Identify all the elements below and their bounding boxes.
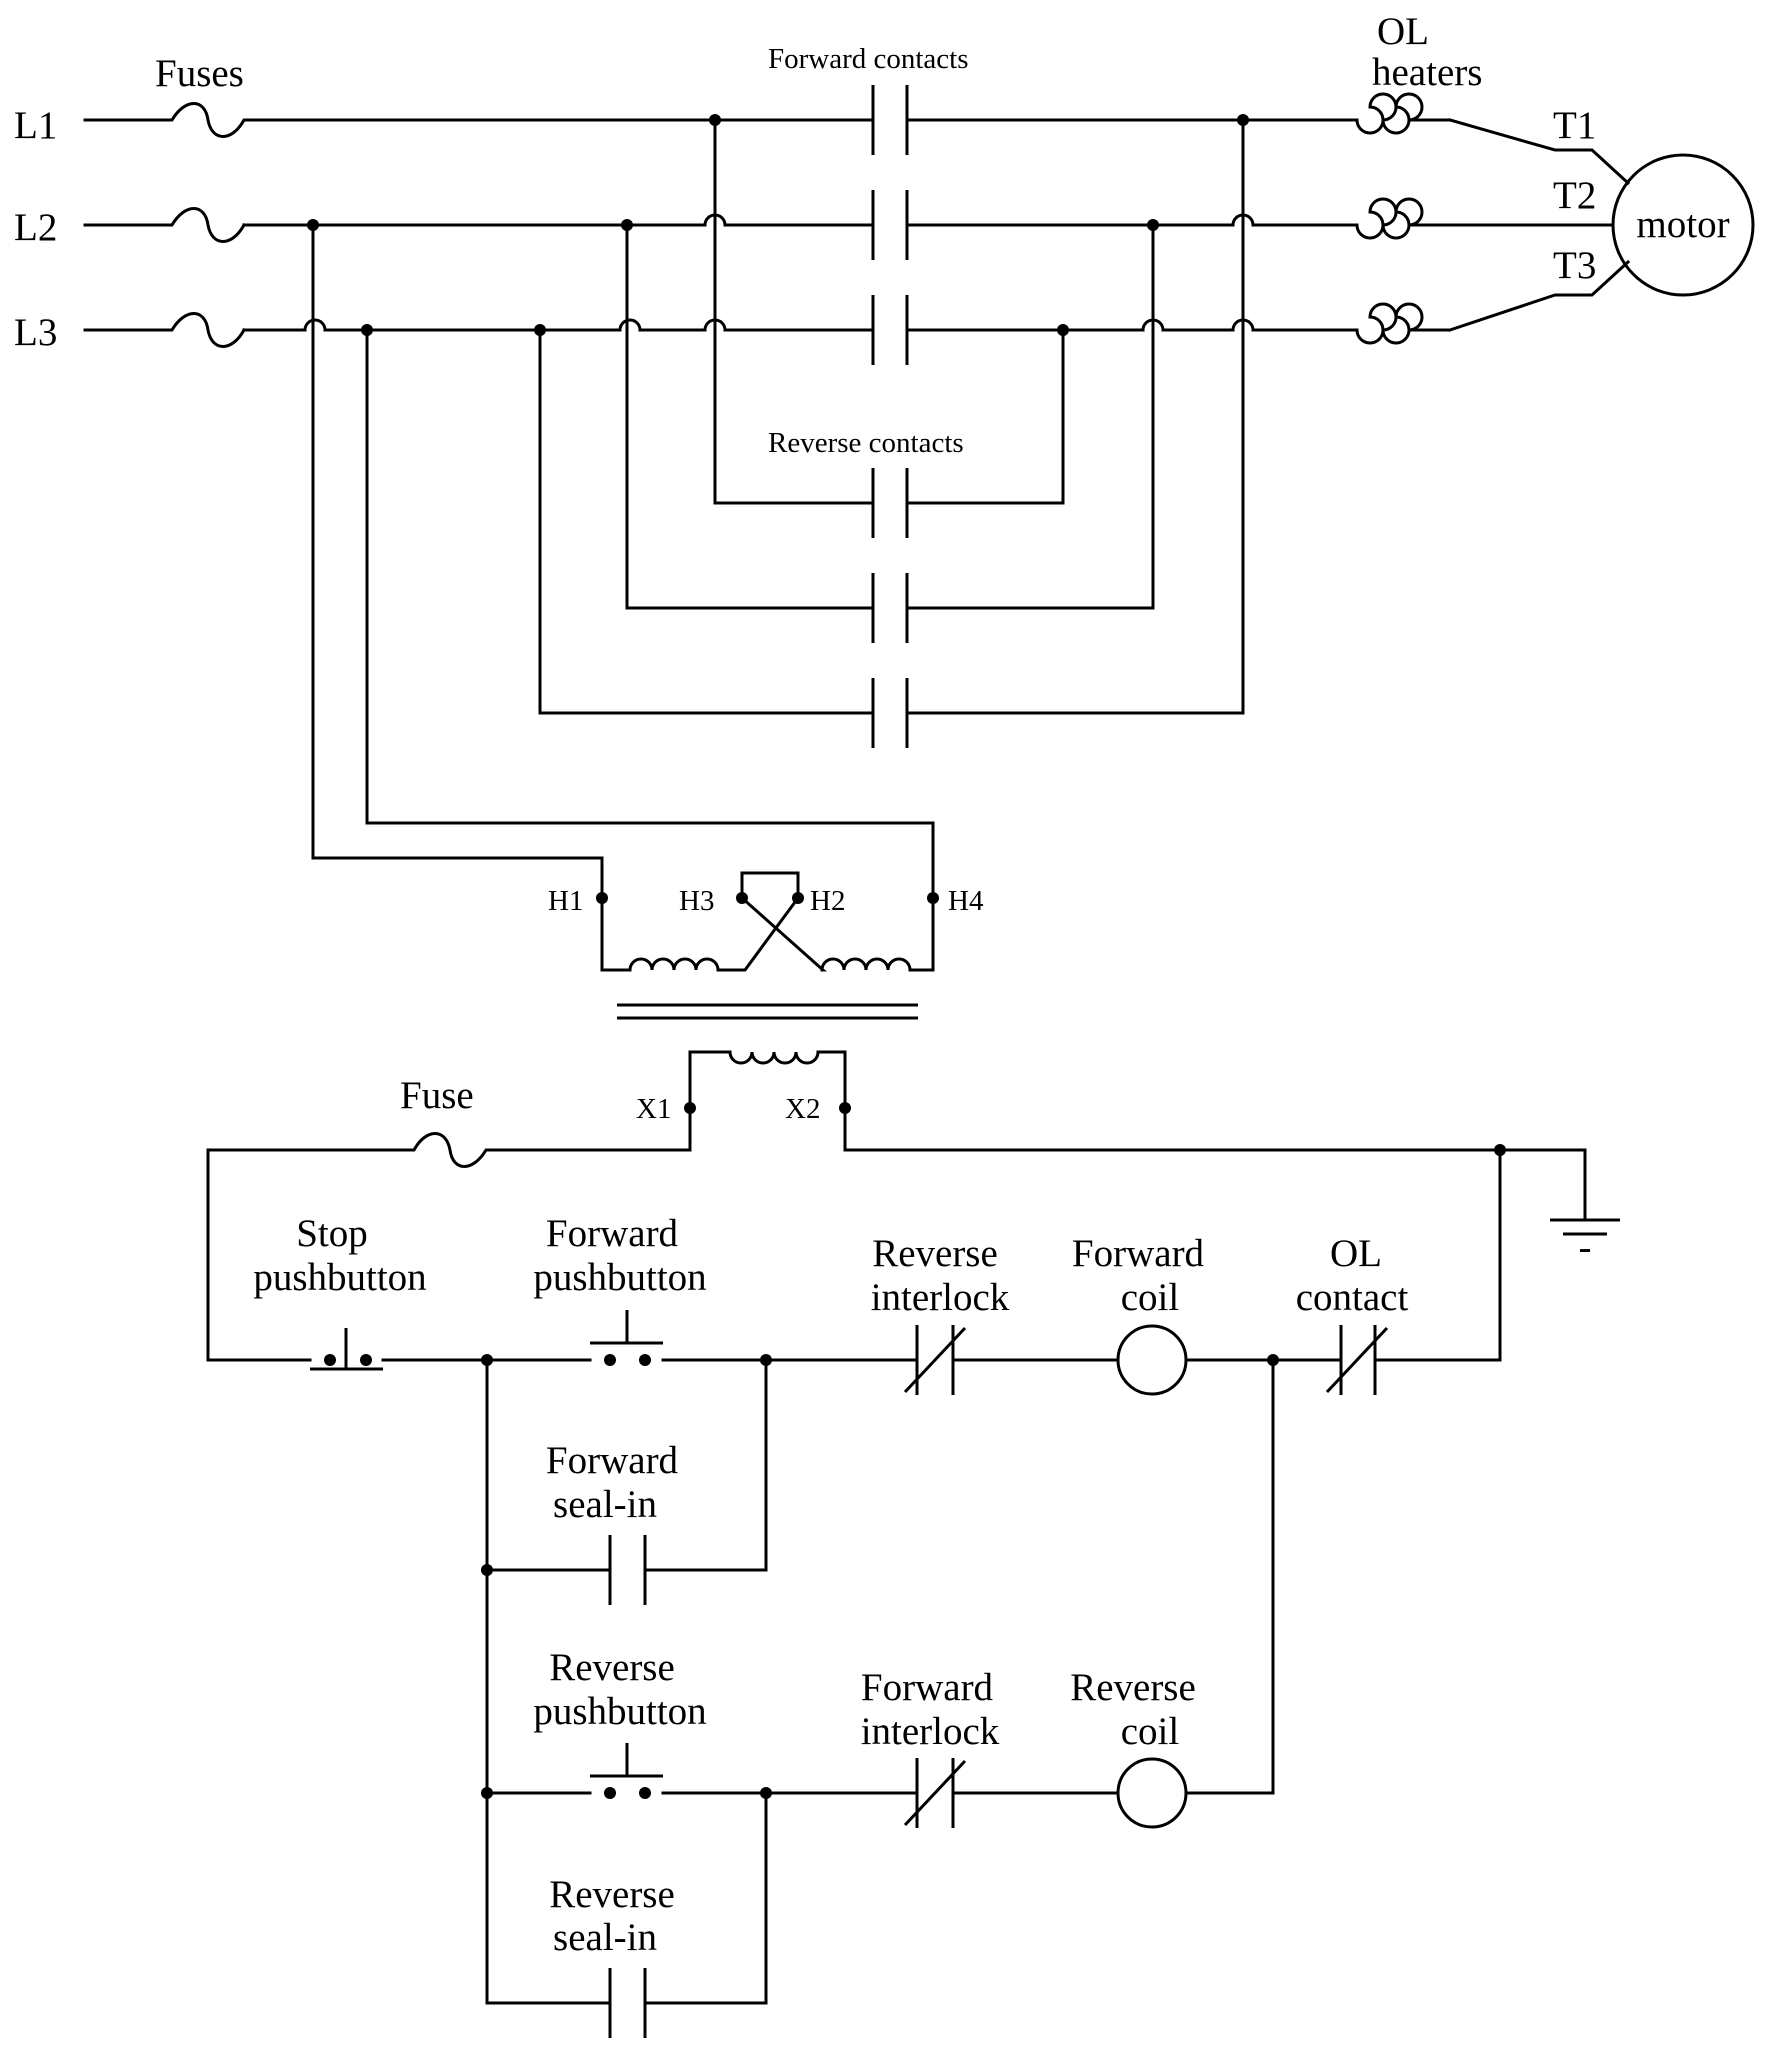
transformer-label-x1: X1 — [636, 1093, 671, 1125]
forward-coil — [1116, 1324, 1188, 1396]
terminal-label-t3: T3 — [1553, 244, 1596, 287]
ground-symbol — [1498, 1148, 1620, 1236]
forward-coil-label-line2: coil — [1121, 1276, 1180, 1319]
transformer-label-x2: X2 — [785, 1093, 820, 1125]
reverse-interlock-label-line2: interlock — [871, 1276, 1010, 1319]
control-left-rail — [206, 1106, 692, 1362]
reverse-contacts — [871, 468, 909, 748]
reverse-branch-2 — [625, 223, 1155, 610]
l2-load-bus — [905, 213, 1344, 227]
control-transformer — [596, 871, 939, 1114]
transformer-label-h2: H2 — [810, 885, 845, 917]
transformer-label-h4: H4 — [948, 885, 984, 917]
reverse-pushbutton-label-line2: pushbutton — [533, 1690, 706, 1733]
reverse-coil-label-line2: coil — [1121, 1710, 1180, 1753]
reverse-seal-in — [608, 1968, 647, 2038]
reverse-contacts-label: Reverse contacts — [768, 427, 964, 459]
forward-seal-in — [608, 1535, 647, 1605]
reverse-branch-3 — [538, 118, 1245, 715]
reverse-seal-in-label-line1: Reverse — [549, 1873, 675, 1916]
stop-pushbutton — [310, 1328, 383, 1371]
forward-coil-label-line1: Forward — [1072, 1232, 1205, 1275]
reverse-seal-in-label-line2: seal-in — [553, 1916, 657, 1959]
reverse-coil — [1116, 1757, 1188, 1829]
l2-bus — [242, 213, 875, 227]
power-junctions — [307, 114, 1249, 336]
motor-lead-t3 — [1448, 259, 1631, 332]
l3-bus — [242, 318, 875, 332]
line-fuses — [83, 102, 875, 348]
l3-load-bus — [905, 318, 1344, 332]
reverse-pushbutton-label-line1: Reverse — [549, 1646, 675, 1689]
forward-seal-in-label-line2: seal-in — [553, 1483, 657, 1526]
forward-pushbutton — [590, 1310, 663, 1366]
reverse-coil-label-line1: Reverse — [1070, 1666, 1196, 1709]
line-label-l2: L2 — [14, 206, 57, 249]
line-label-l1: L1 — [14, 104, 57, 147]
forward-seal-in-label-line1: Forward — [546, 1439, 679, 1482]
control-junctions — [481, 1144, 1506, 1799]
ol-heaters — [1342, 92, 1450, 345]
forward-pushbutton-label-line1: Forward — [546, 1212, 679, 1255]
transformer-feed-l3 — [365, 328, 935, 900]
ol-heaters-label-line1: OL — [1377, 10, 1429, 53]
transformer-label-h3: H3 — [679, 885, 714, 917]
secondary-winding — [688, 1050, 847, 1108]
forward-contacts-label: Forward contacts — [768, 43, 969, 75]
ground-mark: - — [1579, 1226, 1592, 1269]
reverse-interlock-label-line1: Reverse — [872, 1232, 998, 1275]
line-label-l3: L3 — [14, 311, 57, 354]
ol-heaters-label-line2: heaters — [1372, 51, 1482, 94]
reverse-branch-1 — [713, 118, 1065, 505]
forward-interlock-label-line1: Forward — [861, 1666, 994, 1709]
forward-interlock-label-line2: interlock — [861, 1710, 1000, 1753]
primary-left-winding — [600, 871, 935, 972]
forward-pushbutton-label-line2: pushbutton — [533, 1256, 706, 1299]
terminal-label-t2: T2 — [1553, 174, 1596, 217]
fuse-l2 — [83, 207, 247, 243]
terminal-label-t1: T1 — [1553, 104, 1596, 147]
fuse-l3 — [83, 312, 247, 348]
stop-pushbutton-label-line2: pushbutton — [253, 1256, 426, 1299]
transformer-feed-l2 — [311, 223, 604, 900]
motor-symbol — [1611, 153, 1755, 297]
motor-label: motor — [1636, 203, 1729, 246]
ol-contact-label-line2: contact — [1296, 1276, 1409, 1319]
transformer-label-h1: H1 — [548, 885, 583, 917]
ol-contact-label-line1: OL — [1330, 1232, 1382, 1275]
fuse-l1 — [83, 102, 875, 138]
reverse-pushbutton — [590, 1743, 663, 1799]
fuses-label: Fuses — [155, 52, 244, 95]
control-fuse-label: Fuse — [400, 1074, 474, 1117]
stop-pushbutton-label-line1: Stop — [296, 1212, 368, 1255]
forward-contacts — [871, 85, 909, 365]
motor-lead-t1 — [1448, 118, 1631, 186]
